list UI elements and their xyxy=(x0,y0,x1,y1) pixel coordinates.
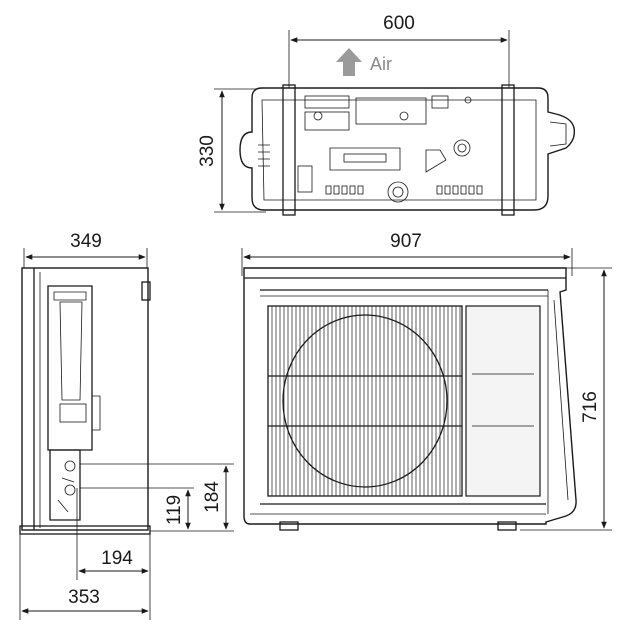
air-arrow-icon xyxy=(336,48,362,76)
top-view: 600 Air 330 xyxy=(197,13,576,216)
air-label: Air xyxy=(370,54,392,74)
fan-grille xyxy=(267,305,463,497)
side-depth-dimension: 349 xyxy=(23,231,148,280)
base-depth-label: 353 xyxy=(68,587,100,608)
front-width-label: 907 xyxy=(390,231,422,252)
front-view: 907 716 xyxy=(241,231,612,531)
side-base-depth-dimension: 353 xyxy=(19,534,149,620)
side-pipe-height-dimensions: 119 184 xyxy=(80,463,234,532)
side-view: 349 119 xyxy=(19,231,234,620)
front-height-dimension: 716 xyxy=(520,267,612,531)
front-width-dimension: 907 xyxy=(241,231,573,276)
top-depth-label: 330 xyxy=(197,135,218,167)
grille-slats xyxy=(271,306,461,496)
front-unit-outline xyxy=(243,267,577,531)
pipe-low-height-label: 119 xyxy=(164,495,185,525)
top-width-label: 600 xyxy=(383,13,415,34)
side-pipe-offset-dimension: 194 xyxy=(76,488,151,620)
top-depth-dimension: 330 xyxy=(197,88,266,213)
top-unit-outline xyxy=(239,84,576,216)
side-unit-outline xyxy=(19,267,151,535)
pipe-high-height-label: 184 xyxy=(202,481,223,513)
side-depth-label: 349 xyxy=(70,231,102,252)
airflow-indicator: Air xyxy=(336,48,392,76)
top-width-dimension: 600 xyxy=(288,13,510,90)
top-vent-slots xyxy=(325,185,483,195)
front-height-label: 716 xyxy=(580,391,601,423)
pipe-offset-label: 194 xyxy=(101,548,133,569)
